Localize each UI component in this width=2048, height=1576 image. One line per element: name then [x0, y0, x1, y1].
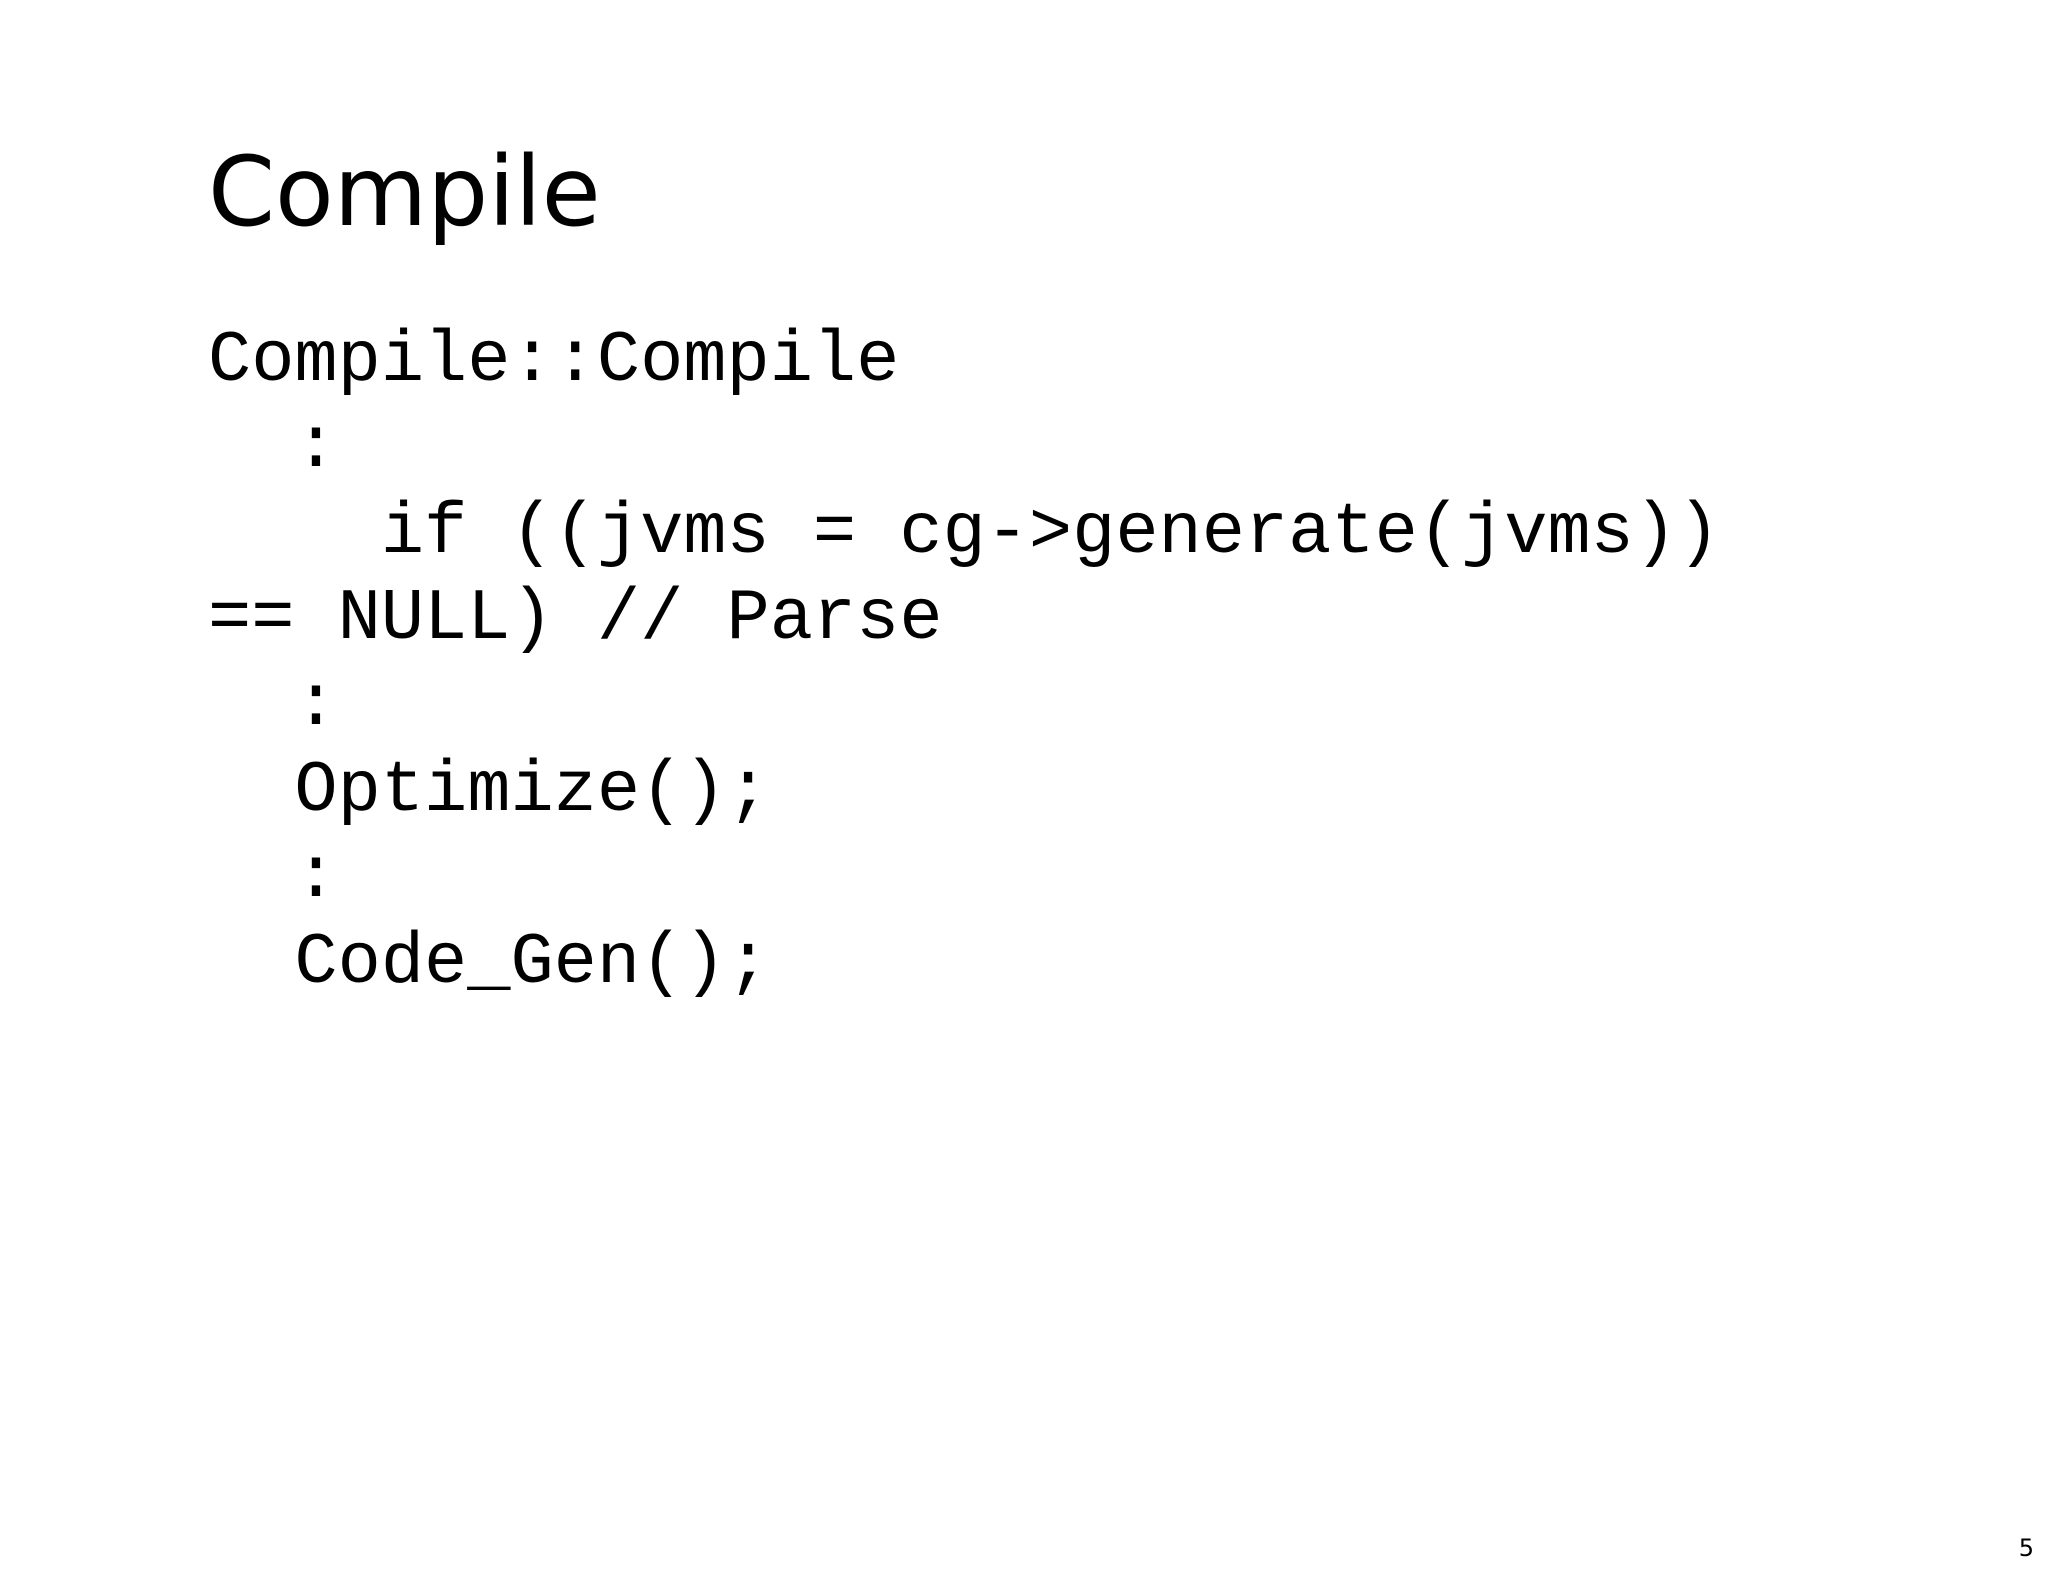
- code-line: Code_Gen();: [208, 922, 770, 1004]
- code-line: if ((jvms = cg->generate(jvms)): [208, 492, 1721, 574]
- code-line: :: [208, 664, 338, 746]
- code-line: :: [208, 836, 338, 918]
- code-line: == NULL) // Parse: [208, 578, 943, 660]
- code-line: Optimize();: [208, 750, 770, 832]
- slide-title: Compile: [208, 136, 601, 248]
- page-number: 5: [2018, 1534, 2034, 1562]
- code-line: :: [208, 406, 338, 488]
- code-line: Compile::Compile: [208, 320, 900, 402]
- code-block: Compile::Compile : if ((jvms = cg->gener…: [208, 318, 1720, 1006]
